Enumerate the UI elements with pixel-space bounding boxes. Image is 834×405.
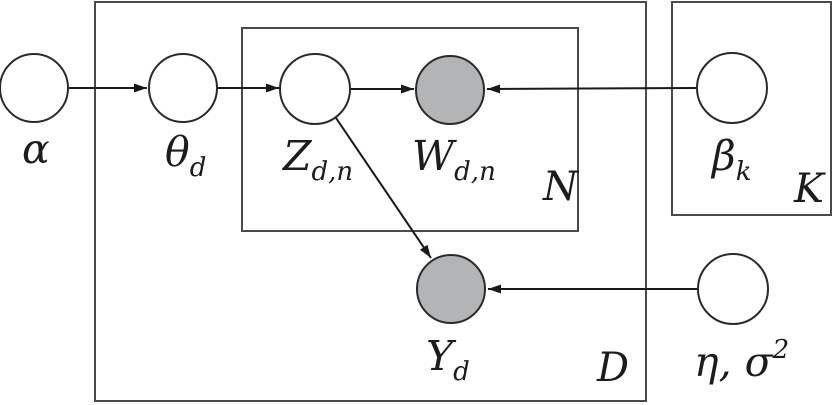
node-label-beta: βk (710, 132, 751, 187)
node-eta-sigma (697, 253, 769, 325)
node-label-eta-sigma: η, σ2 (694, 335, 789, 386)
node-label-theta: θd (165, 128, 206, 183)
plate-label-K: K (793, 166, 826, 212)
node-y-shaded (416, 254, 486, 324)
node-beta (696, 52, 768, 124)
node-label-y: Yd (426, 332, 470, 387)
node-theta (148, 53, 218, 123)
node-w-shaded (415, 55, 485, 125)
plate-N-rect (241, 27, 579, 232)
node-label-z: Zd,n (281, 132, 353, 187)
plate-K-rect (671, 1, 832, 216)
plate-label-D: D (596, 345, 629, 391)
plate-D-rect (94, 1, 647, 402)
plate-label-N: N (542, 164, 580, 210)
node-label-alpha: α (22, 125, 50, 173)
edge-beta-to-w (486, 84, 698, 94)
node-z (279, 53, 351, 125)
edge-z-to-y (335, 117, 432, 259)
node-label-w: Wd,n (412, 132, 496, 187)
node-alpha (0, 53, 69, 123)
